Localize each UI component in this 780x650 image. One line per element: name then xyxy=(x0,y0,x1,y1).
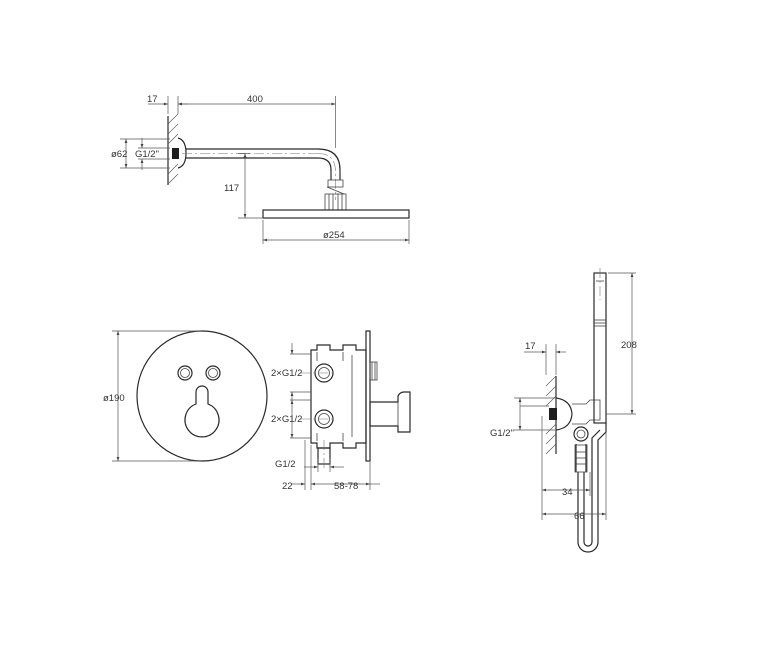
valve-body xyxy=(310,344,367,449)
dim-bottom-outlets: 2×G1/2 xyxy=(271,414,302,425)
button-right[interactable] xyxy=(205,365,221,381)
hand-shower-view: 208 17 G1/2" 34 66 xyxy=(490,268,637,553)
shower-arm-view: 17 400 ø62 G1/2" 117 ø254 xyxy=(111,94,410,244)
wall-hatch xyxy=(167,113,179,185)
water-outlet xyxy=(573,426,589,442)
dim-arm-wall: 17 xyxy=(147,94,158,105)
wall-bracket xyxy=(555,397,573,431)
dim-hand-thread: G1/2" xyxy=(490,428,514,439)
mixer-side-view: 2×G1/2 2×G1/2 G1/2 22 58-78 xyxy=(271,330,411,492)
dim-head-dia: ø254 xyxy=(323,230,345,241)
dim-hand-height: 208 xyxy=(621,340,637,351)
dim-arm-thread: G1/2" xyxy=(135,149,159,160)
cover-plate xyxy=(136,330,268,462)
thread-block xyxy=(172,148,179,159)
dim-hand-wall: 17 xyxy=(525,341,536,352)
dim-arm-length: 400 xyxy=(247,94,263,105)
shower-head-plate xyxy=(262,209,410,219)
thermostat-knob[interactable] xyxy=(184,385,220,438)
dim-drop: 117 xyxy=(224,183,239,194)
button-left[interactable] xyxy=(177,365,193,381)
mixer-front-view: ø190 xyxy=(103,330,268,462)
swivel-joint xyxy=(324,186,347,211)
cover-plate-side xyxy=(365,330,371,462)
dim-offset-34: 34 xyxy=(562,487,573,498)
wall-flange xyxy=(177,137,187,169)
dim-top-outlets: 2×G1/2 xyxy=(271,368,302,379)
dim-depth-range: 58-78 xyxy=(334,481,358,492)
knob-side xyxy=(369,391,411,433)
dim-depth-fixed: 22 xyxy=(282,481,293,492)
dim-offset-66: 66 xyxy=(574,511,585,522)
hand-thread-block xyxy=(549,408,557,420)
dim-plate-dia: ø190 xyxy=(103,393,125,404)
dim-flange-dia: ø62 xyxy=(111,149,127,160)
dim-inlet: G1/2 xyxy=(275,459,296,470)
